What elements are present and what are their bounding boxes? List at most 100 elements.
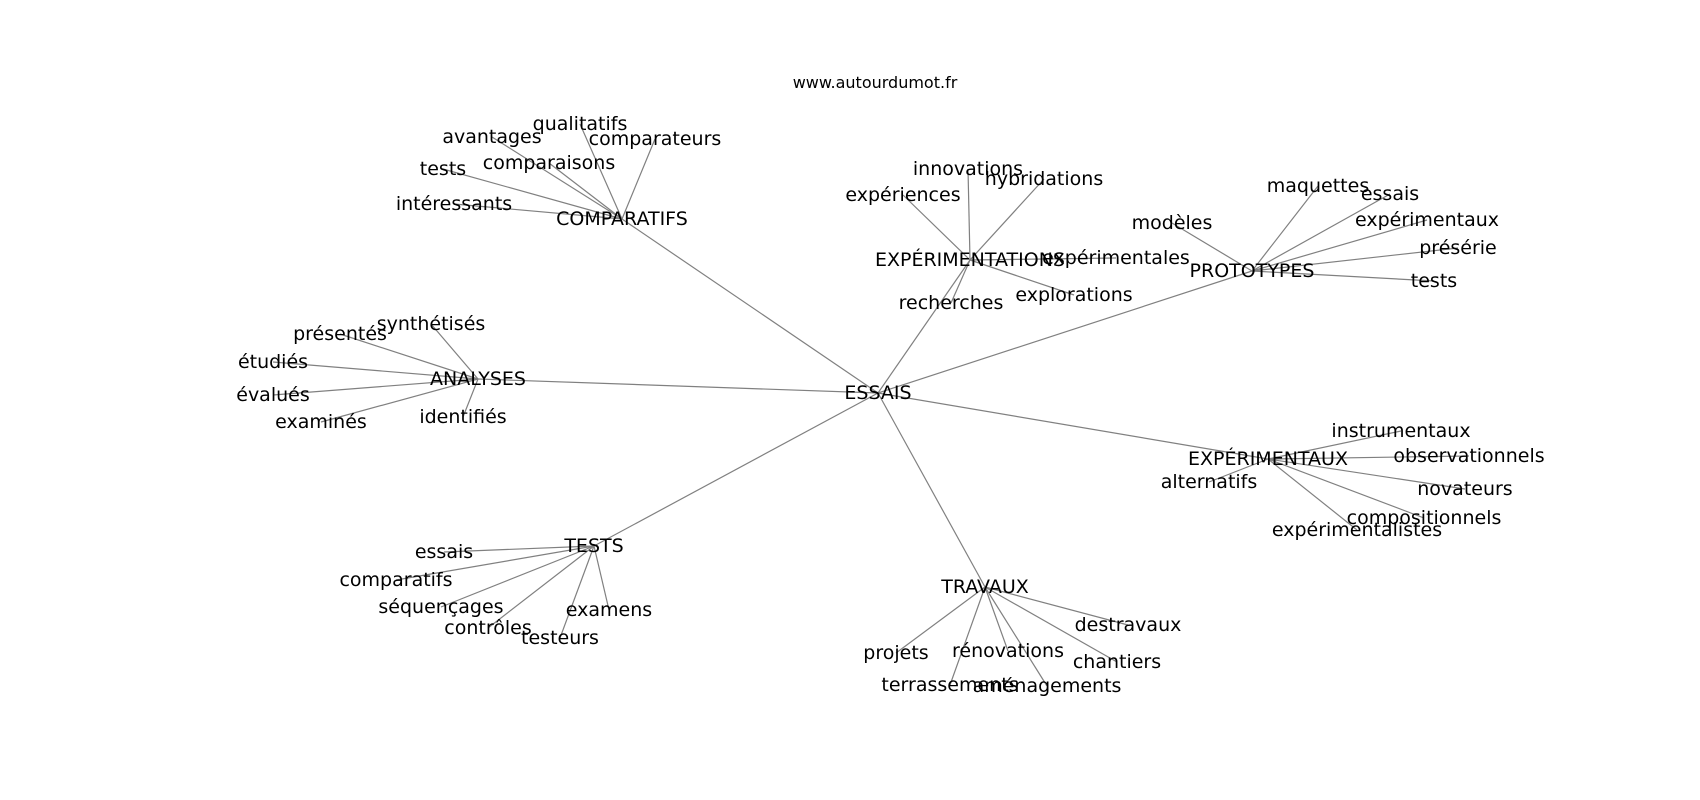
edge-hub-6-leaf-1 <box>895 586 986 654</box>
edge-hub-1-leaf-2 <box>902 194 971 261</box>
edge-hub-0-leaf-3 <box>548 162 623 220</box>
leaf-node-label: comparateurs <box>589 128 722 150</box>
edge-hub-1-leaf-3 <box>969 257 1117 261</box>
leaf-node-label: présentés <box>293 323 387 345</box>
edge-hub-5-leaf-0 <box>443 545 595 553</box>
hub-node-label: ANALYSES <box>430 368 526 390</box>
edge-root-to-5 <box>593 392 879 547</box>
leaf-node-label: intéressants <box>396 193 512 215</box>
leaf-node-label: qualitatifs <box>533 113 628 135</box>
edge-hub-3-leaf-5 <box>462 378 479 418</box>
edge-hub-5-leaf-2 <box>440 545 595 608</box>
edge-hub-6-leaf-5 <box>984 586 1048 687</box>
edge-hub-4-leaf-3 <box>1208 458 1269 483</box>
edge-hub-2-leaf-3 <box>1251 219 1428 272</box>
leaf-node-label: tests <box>1411 270 1457 292</box>
leaf-node-label: essais <box>1361 183 1419 205</box>
leaf-node-label: synthétisés <box>377 313 486 335</box>
leaf-node-label: recherches <box>899 292 1004 314</box>
edge-root-to-0 <box>621 218 879 394</box>
edge-hub-3-leaf-3 <box>272 378 479 396</box>
edges-layer <box>272 123 1470 687</box>
leaf-node-label: alternatifs <box>1161 471 1258 493</box>
edge-hub-0-leaf-1 <box>491 136 623 220</box>
edge-hub-5-leaf-5 <box>559 545 595 639</box>
leaf-node-label: évalués <box>236 384 310 406</box>
edge-hub-6-leaf-4 <box>949 586 986 686</box>
edge-root-to-6 <box>877 392 986 588</box>
leaf-node-label: séquençages <box>378 596 503 618</box>
edge-hub-6-leaf-0 <box>984 586 1129 626</box>
leaf-node-label: observationnels <box>1393 445 1544 467</box>
leaf-node-label: hybridations <box>985 168 1103 190</box>
hub-node-label: PROTOTYPES <box>1190 260 1315 282</box>
edge-hub-6-leaf-2 <box>984 586 1009 652</box>
leaf-node-label: projets <box>863 642 928 664</box>
root-node-label: ESSAIS <box>844 382 911 404</box>
leaf-node-label: comparatifs <box>339 569 452 591</box>
edge-hub-6-leaf-3 <box>984 586 1118 663</box>
leaf-node-label: avantages <box>442 126 541 148</box>
edge-hub-4-leaf-4 <box>1267 458 1425 519</box>
leaf-node-label: chantiers <box>1073 651 1161 673</box>
leaf-node-label: destravaux <box>1075 614 1182 636</box>
leaf-node-label: compositionnels <box>1347 507 1502 529</box>
edge-hub-2-leaf-1 <box>1251 193 1391 272</box>
leaf-node-label: comparaisons <box>483 152 615 174</box>
edge-hub-4-leaf-5 <box>1267 458 1358 531</box>
leaf-node-label: aménagements <box>973 675 1122 697</box>
edge-root-to-4 <box>877 392 1269 460</box>
leaf-node-label: présérie <box>1419 237 1497 259</box>
edge-hub-5-leaf-4 <box>593 545 610 611</box>
leaf-node-label: essais <box>415 541 473 563</box>
leaf-node-label: contrôles <box>444 617 531 639</box>
edge-hub-0-leaf-4 <box>442 168 623 220</box>
leaf-node-label: modèles <box>1132 212 1213 234</box>
edge-hub-0-leaf-0 <box>579 123 623 220</box>
edge-hub-0-leaf-5 <box>453 203 623 220</box>
edge-hub-3-leaf-1 <box>339 333 479 380</box>
leaf-node-label: testeurs <box>521 627 599 649</box>
leaf-node-label: expérimentalistes <box>1272 519 1442 541</box>
edge-hub-1-leaf-5 <box>969 259 1075 296</box>
edge-root-to-1 <box>877 259 971 394</box>
leaf-node-label: explorations <box>1015 284 1132 306</box>
leaf-node-label: maquettes <box>1267 175 1369 197</box>
hub-node-label: EXPÉRIMENTAUX <box>1188 447 1348 470</box>
leaf-node-label: innovations <box>913 158 1023 180</box>
edge-hub-5-leaf-1 <box>395 545 595 581</box>
edge-hub-4-leaf-2 <box>1267 458 1466 490</box>
edge-hub-2-leaf-4 <box>1251 247 1459 272</box>
hub-node-label: EXPÉRIMENTATIONS <box>875 248 1065 271</box>
leaf-node-label: instrumentaux <box>1331 420 1470 442</box>
leaf-node-label: terrassements <box>881 674 1018 696</box>
leaf-node-label: rénovations <box>952 640 1064 662</box>
edge-hub-2-leaf-0 <box>1251 185 1319 272</box>
leaf-node-label: examens <box>566 599 652 621</box>
edge-root-to-2 <box>877 270 1253 394</box>
edge-hub-4-leaf-1 <box>1267 455 1470 460</box>
leaf-node-label: examinés <box>275 411 367 433</box>
edge-hub-2-leaf-5 <box>1251 270 1435 282</box>
edge-hub-2-leaf-2 <box>1171 222 1253 272</box>
leaf-node-label: expériences <box>845 184 960 206</box>
edge-hub-1-leaf-0 <box>967 168 971 261</box>
leaf-node-label: expérimentales <box>1042 247 1190 269</box>
edge-hub-5-leaf-3 <box>487 545 595 629</box>
edge-hub-1-leaf-4 <box>950 259 971 304</box>
edge-hub-3-leaf-0 <box>430 323 479 380</box>
leaf-node-label: novateurs <box>1417 478 1512 500</box>
edge-hub-1-leaf-1 <box>969 178 1045 261</box>
edge-root-to-3 <box>477 378 879 394</box>
hub-node-label: COMPARATIFS <box>556 208 688 230</box>
leaf-node-label: tests <box>420 158 466 180</box>
edge-hub-3-leaf-2 <box>272 361 479 380</box>
edge-hub-3-leaf-4 <box>320 378 479 423</box>
hub-node-label: TESTS <box>563 535 623 557</box>
leaf-node-label: étudiés <box>238 351 308 373</box>
edge-hub-4-leaf-0 <box>1267 430 1402 460</box>
leaf-node-label: identifiés <box>419 406 506 428</box>
source-credit: www.autourdumot.fr <box>793 73 958 92</box>
